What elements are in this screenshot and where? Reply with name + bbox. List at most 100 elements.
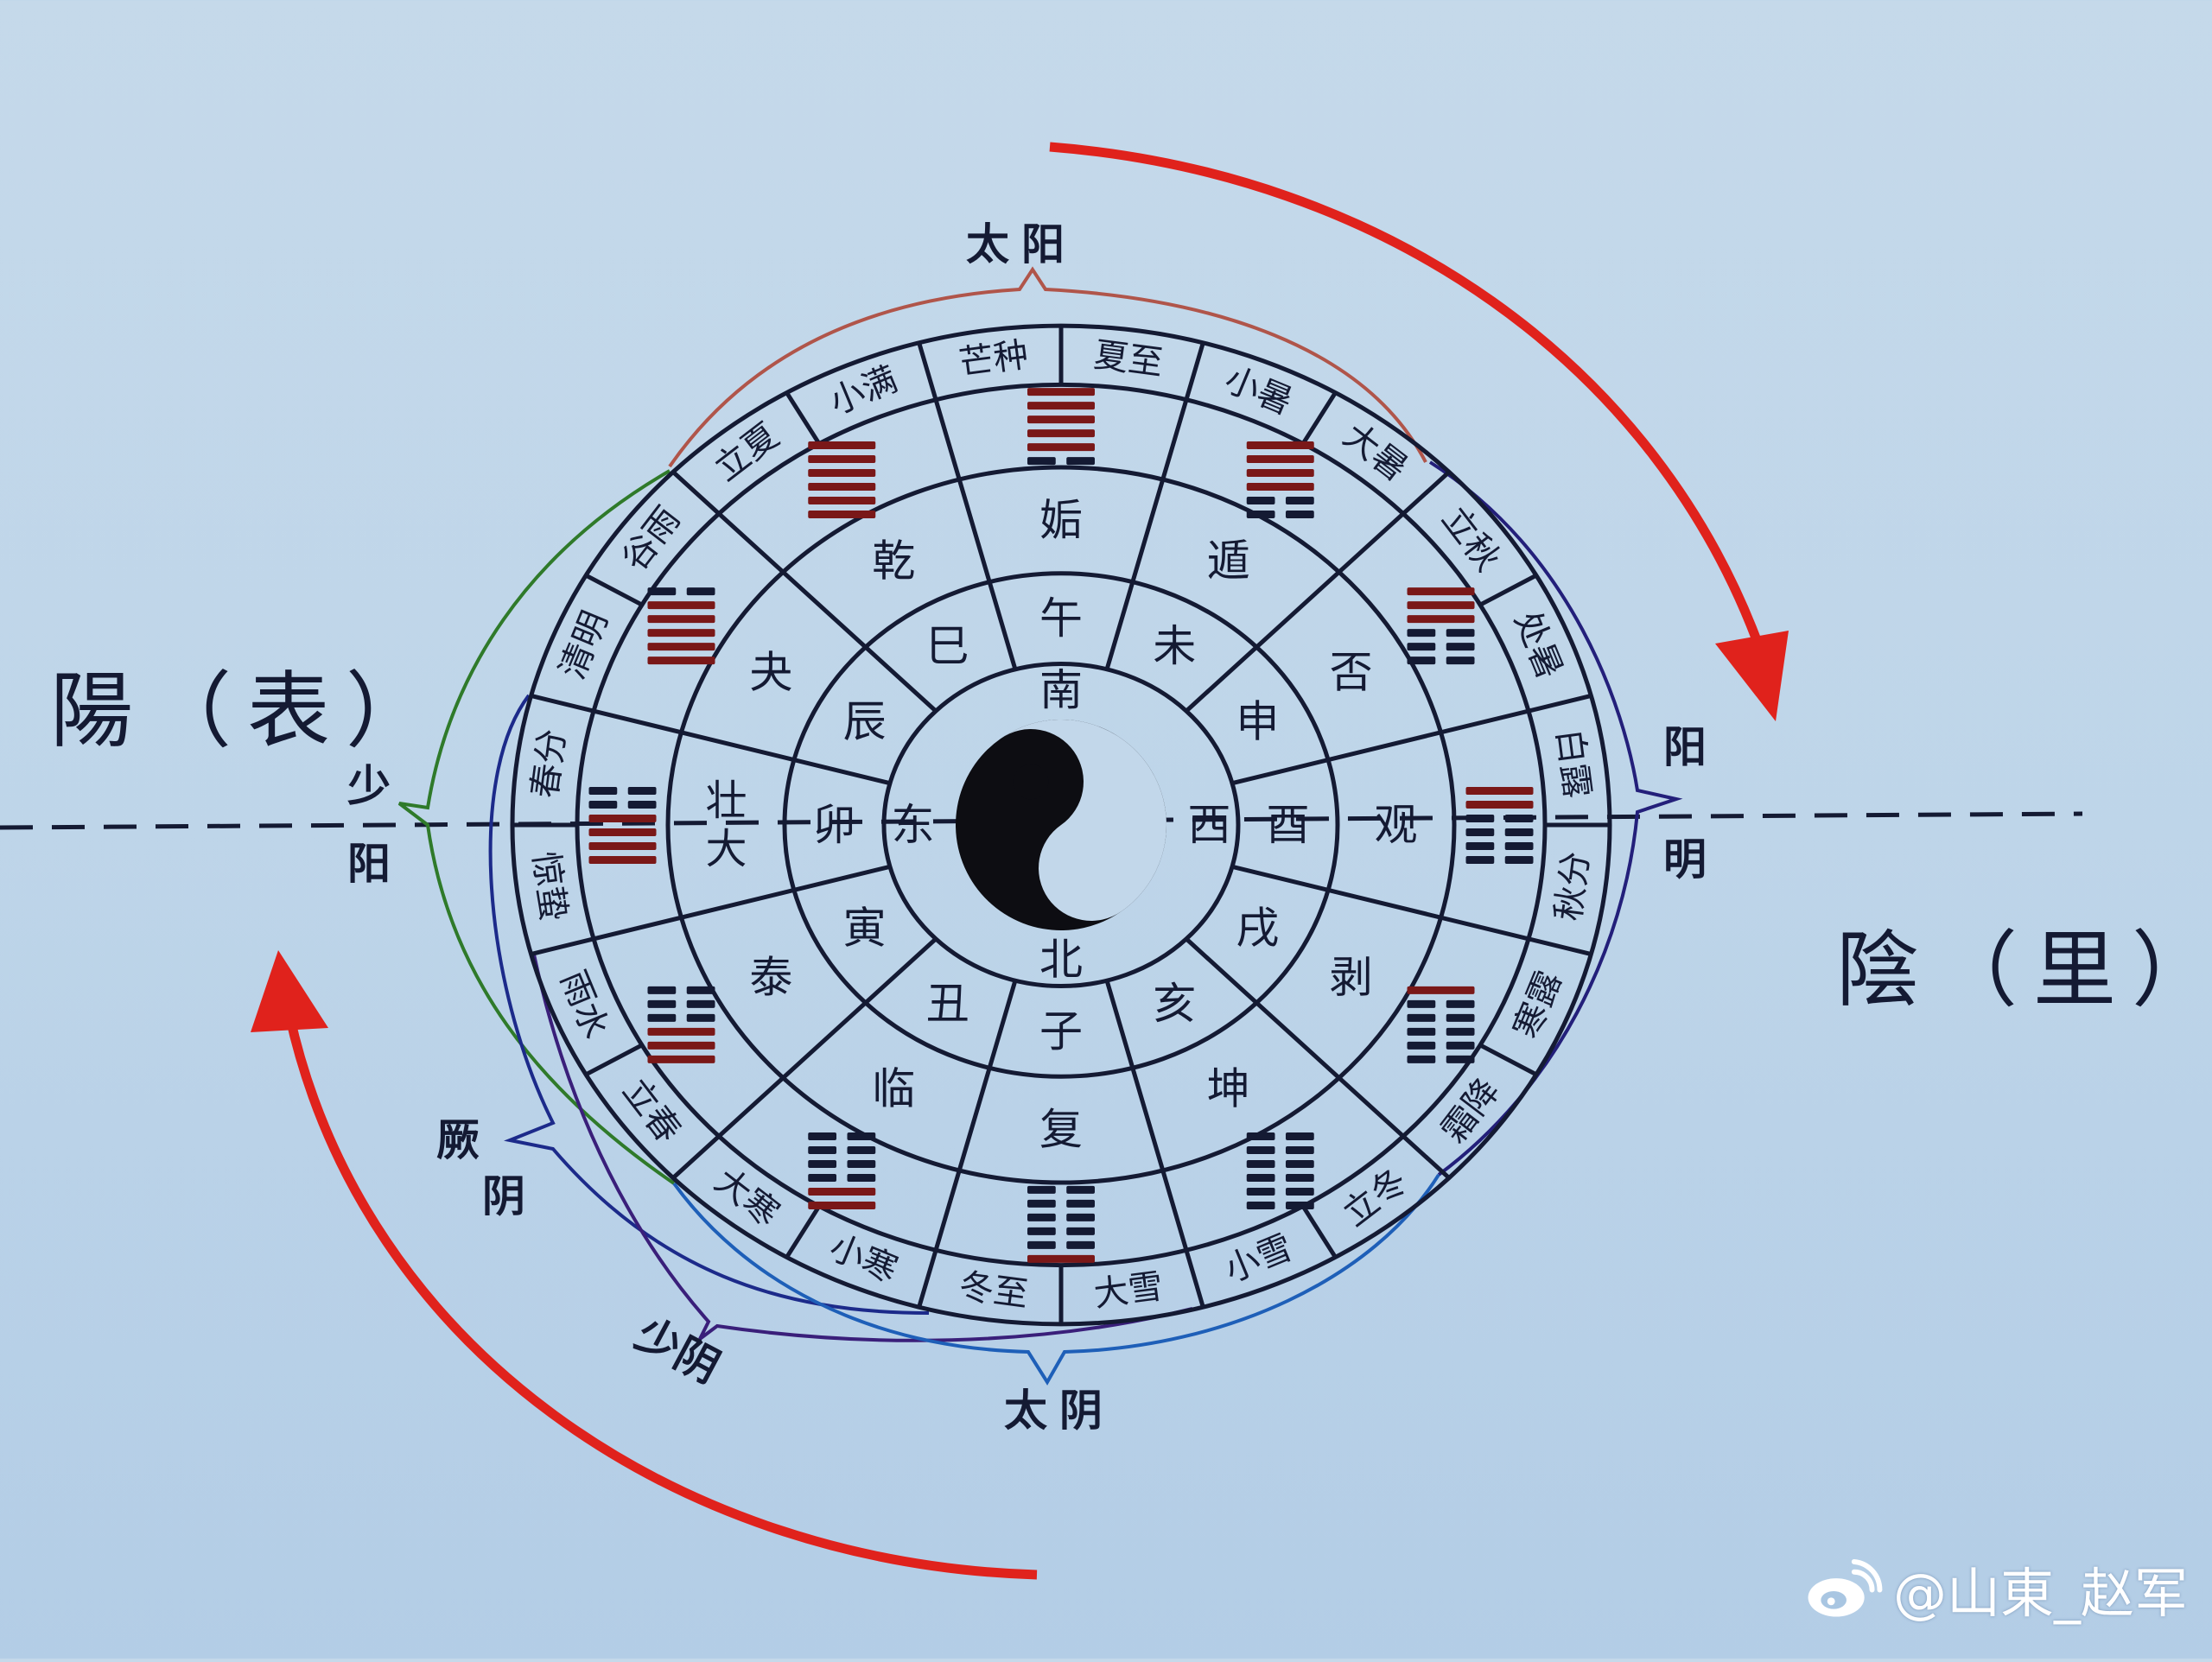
solar-term-divider (785, 391, 822, 446)
earthly-branch-辰: 辰 (843, 697, 887, 747)
arrow-top-clockwise (1049, 142, 1768, 658)
hexagram-symbol-遁 (1246, 441, 1314, 519)
sector-divider (1185, 470, 1451, 713)
taiyin-brace (672, 1173, 1440, 1386)
hexagram-name-大壮: 壮 (705, 777, 747, 825)
sector-divider (671, 470, 938, 713)
solar-term-divider (1300, 1204, 1338, 1259)
direction-北: 北 (1039, 935, 1083, 985)
earthly-branch-卯: 卯 (813, 800, 856, 850)
hexagram-symbol-临 (808, 1132, 876, 1209)
direction-南: 南 (1039, 665, 1083, 715)
jueyin-label-bottom: 阴 (482, 1170, 525, 1221)
sector-divider (531, 864, 891, 956)
hexagram-symbol-坤 (1246, 1132, 1314, 1209)
earthly-branch-丑: 丑 (926, 979, 969, 1029)
earthly-branch-午: 午 (1039, 593, 1083, 644)
hexagram-symbol-否 (1407, 587, 1475, 665)
solar-term-冬至: 冬至 (957, 1266, 1030, 1315)
hexagram-name-否: 否 (1330, 648, 1373, 698)
solar-term-霜降: 霜降 (1433, 1071, 1507, 1150)
sector-divider (531, 694, 891, 786)
earthly-branch-亥: 亥 (1153, 979, 1196, 1029)
yin-yang-icon (956, 720, 1166, 930)
hexagram-symbol-乾 (808, 441, 876, 519)
sector-divider (917, 342, 1018, 670)
direction-东: 东 (892, 800, 935, 850)
hexagram-name-剥: 剥 (1330, 952, 1373, 1002)
solar-term-谷雨: 谷雨 (614, 499, 688, 578)
solar-term-立秋: 立秋 (1433, 499, 1507, 578)
solar-term-秋分: 秋分 (1548, 849, 1597, 923)
solar-term-白露: 白露 (1548, 726, 1597, 800)
solar-term-夏至: 夏至 (1091, 335, 1165, 384)
watermark: @山東_赵军 (1805, 1550, 2188, 1627)
solar-term-divider (584, 1043, 644, 1077)
sector-divider (1231, 694, 1592, 786)
sector-divider (917, 980, 1018, 1308)
solar-term-芒种: 芒种 (957, 335, 1030, 384)
hexagram-name-乾: 乾 (872, 536, 915, 587)
weibo-icon (1808, 1558, 1883, 1617)
solar-term-divider (1478, 1043, 1538, 1077)
watermark-text: @山東_赵军 (1892, 1562, 2188, 1625)
yangming-label-bottom: 明 (1663, 834, 1707, 885)
yangming-label-top: 阳 (1663, 721, 1707, 772)
earthly-branch-戌: 戌 (1236, 903, 1279, 953)
solar-term-立冬: 立冬 (1336, 1161, 1414, 1234)
hexagram-symbol-复 (1027, 1185, 1095, 1263)
solar-term-大雪: 大雪 (1091, 1266, 1165, 1315)
solar-term-divider (1478, 573, 1538, 607)
arrow-top-head (1715, 631, 1789, 721)
jueyin-brace (488, 694, 930, 1315)
hexagram-symbol-观 (1465, 787, 1534, 864)
solar-term-春分: 春分 (525, 726, 574, 800)
earthly-branch-申: 申 (1236, 697, 1279, 747)
solar-term-divider (1300, 391, 1338, 446)
hexagram-symbol-姤 (1027, 388, 1095, 466)
solar-term-立夏: 立夏 (708, 416, 786, 489)
yin-interior-label: 陰（里） (1836, 922, 2212, 1018)
hexagram-name-观: 观 (1375, 800, 1418, 850)
sector-divider (671, 937, 938, 1180)
sector-divider (1231, 864, 1592, 956)
earthly-branch-寅: 寅 (843, 903, 887, 953)
hexagram-name-坤: 坤 (1207, 1063, 1250, 1113)
direction-西: 西 (1188, 800, 1231, 850)
shaoyang-brace (397, 469, 676, 1185)
sector-divider (1104, 342, 1205, 670)
solar-term-立春: 立春 (614, 1071, 688, 1150)
solar-term-divider (785, 1204, 822, 1259)
hexagram-name-姤: 姤 (1039, 495, 1083, 545)
solar-term-惊蛰: 惊蛰 (525, 849, 574, 923)
shaoyin-brace (532, 954, 1193, 1342)
hexagram-name-遁: 遁 (1207, 536, 1250, 587)
arrow-bottom-head (251, 950, 328, 1032)
taiyang-brace (668, 266, 1427, 468)
hexagram-name-大壮: 大 (705, 825, 747, 873)
ring-2 (782, 571, 1340, 1079)
yang-surface-label: 陽（表） (50, 663, 444, 759)
earthly-branch-巳: 巳 (926, 621, 969, 671)
arrow-bottom-counterclockwise (284, 1013, 1038, 1580)
shaoyang-label-top: 少 (347, 760, 391, 811)
ring-1 (881, 661, 1241, 989)
taiyang-label: 太阳 (966, 219, 1077, 270)
hexagram-symbol-剥 (1407, 986, 1475, 1063)
solar-term-divider (584, 573, 644, 607)
hexagram-name-复: 复 (1039, 1105, 1083, 1155)
hexagram-name-临: 临 (872, 1063, 915, 1113)
solar-term-大寒: 大寒 (708, 1161, 786, 1234)
hexagram-symbol-泰 (647, 986, 715, 1063)
earthly-branch-子: 子 (1039, 1006, 1083, 1056)
hexagram-name-泰: 泰 (749, 952, 792, 1002)
ring-3 (665, 465, 1457, 1185)
sector-divider (1185, 937, 1451, 1180)
earthly-branch-酉: 酉 (1267, 800, 1310, 850)
jueyin-label-top: 厥 (436, 1114, 480, 1165)
sector-divider (1104, 980, 1205, 1308)
hexagram-symbol-夬 (647, 587, 715, 665)
shaoyang-label-bottom: 阳 (347, 838, 391, 889)
